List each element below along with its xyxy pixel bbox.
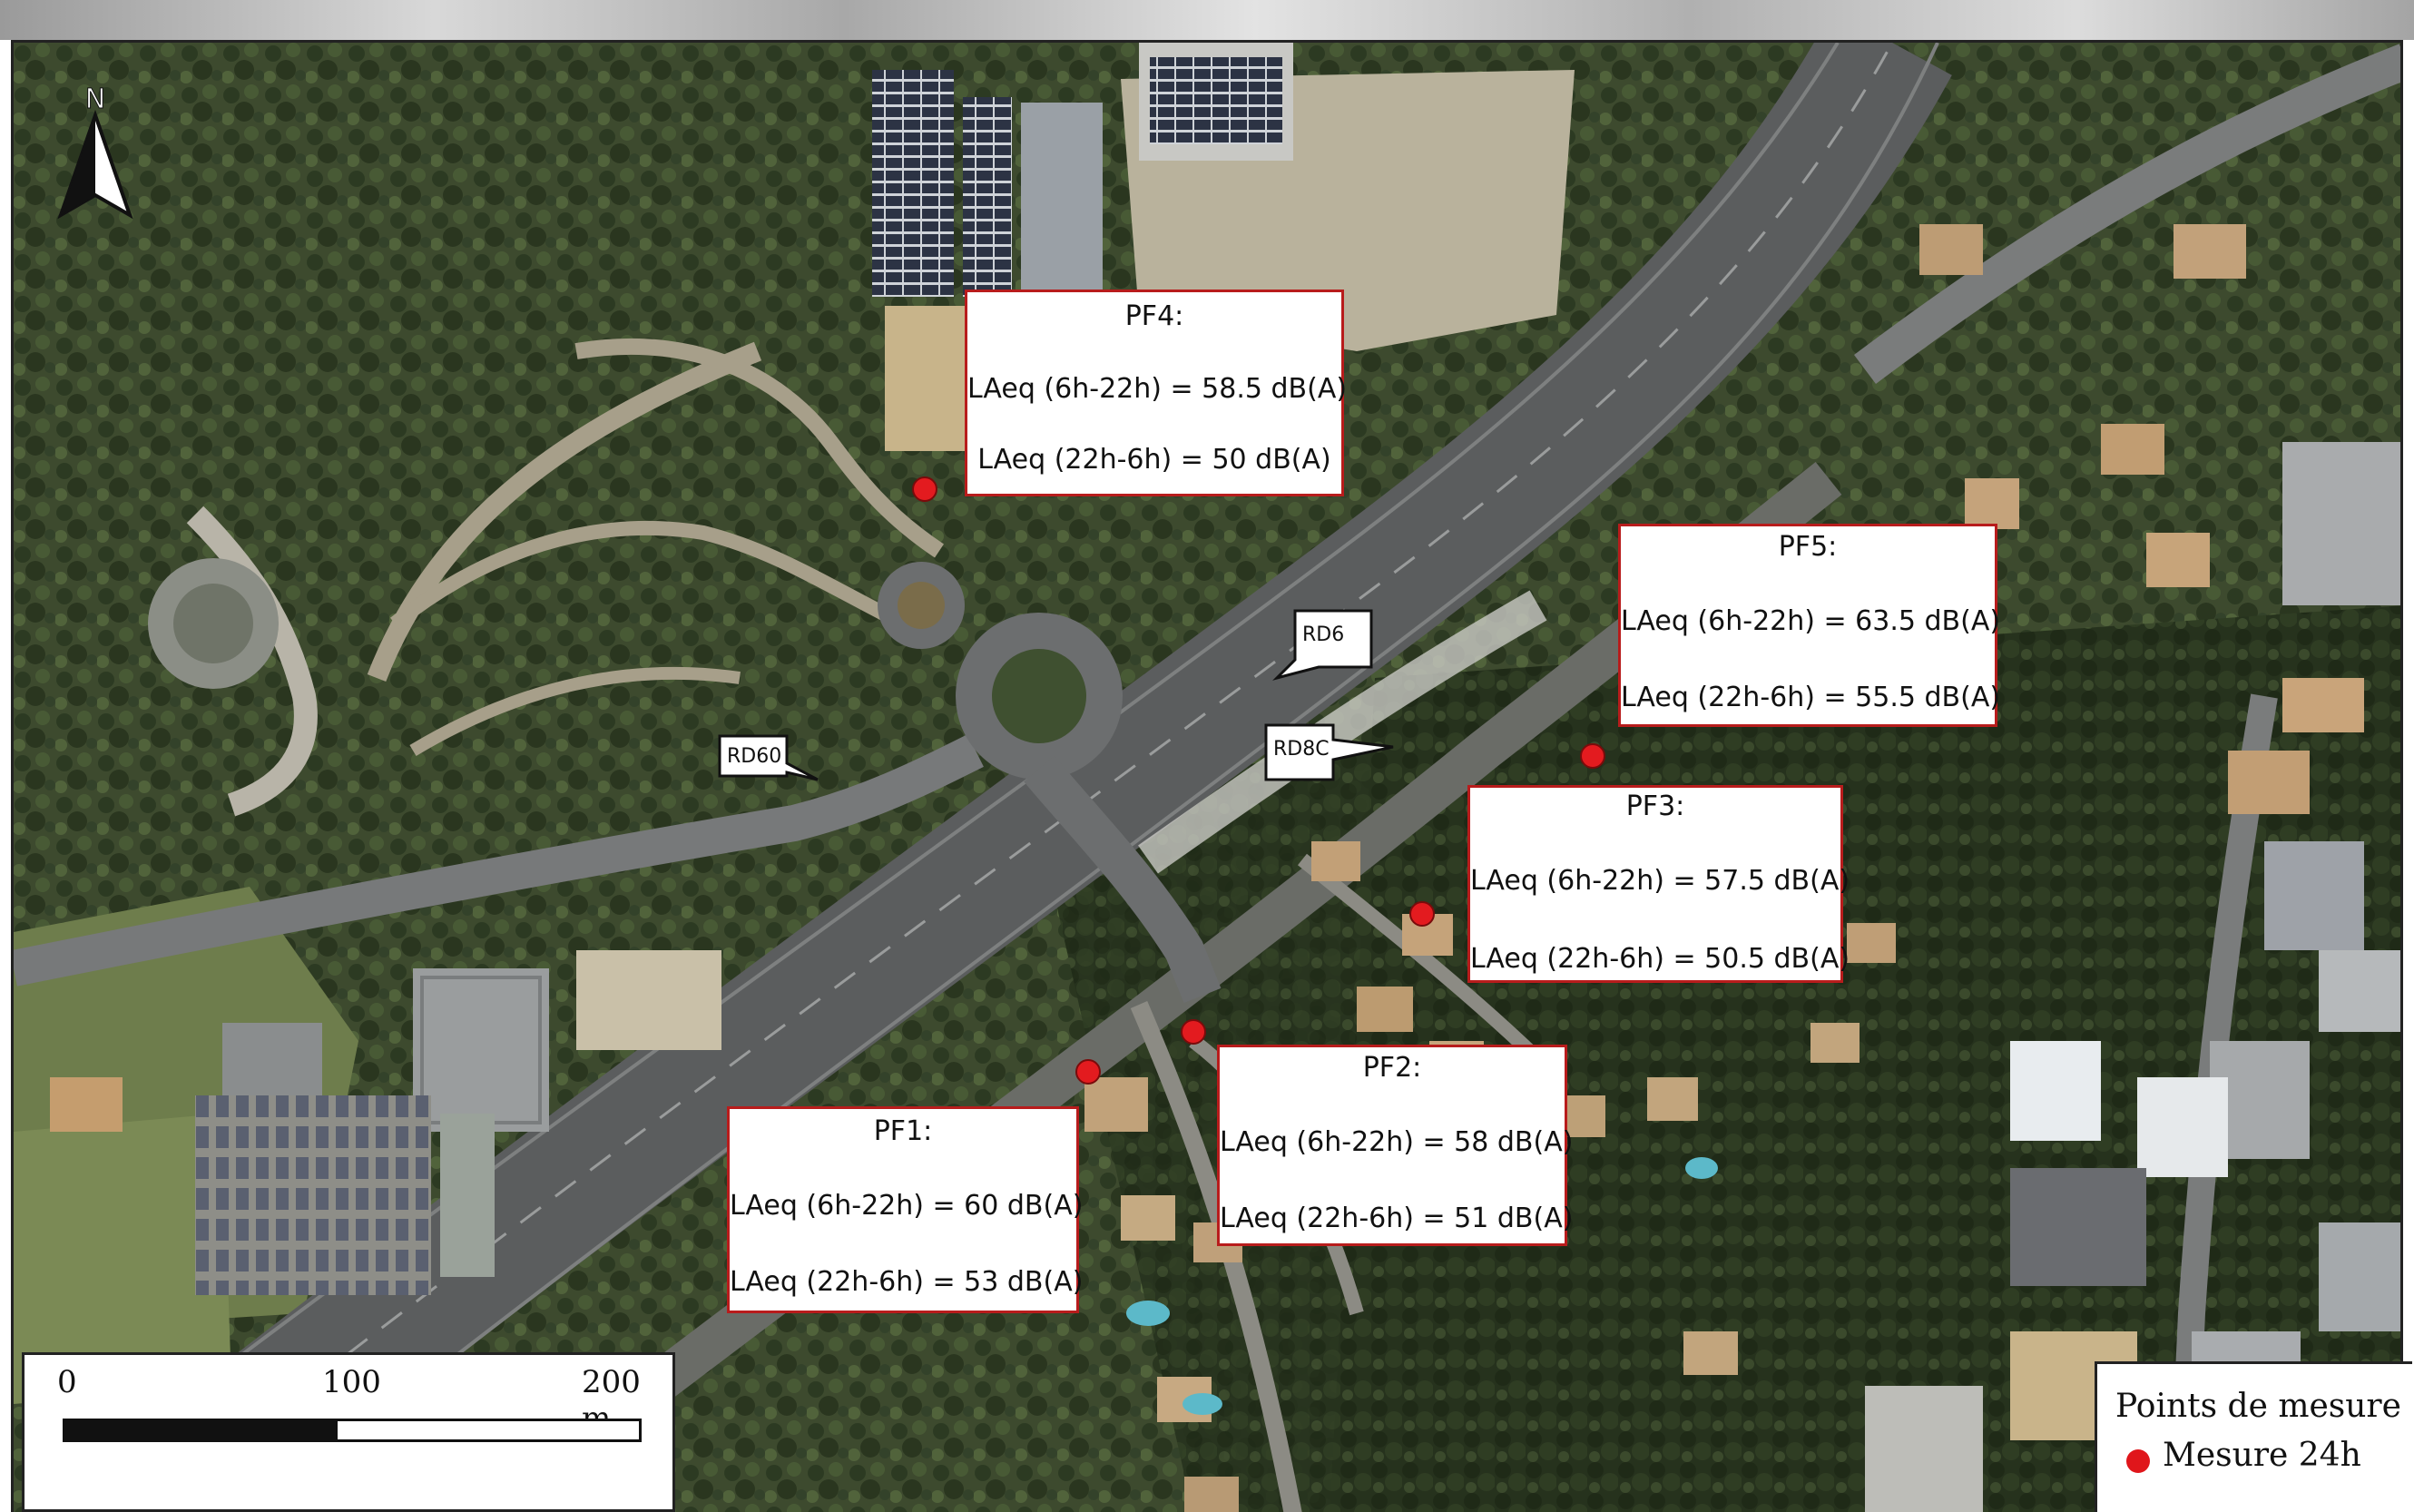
- scale-label-0: 0: [57, 1364, 77, 1400]
- callout-pf5-night: LAeq (22h-6h) = 55.5 dB(A): [1621, 682, 2001, 713]
- callout-pf1-night: LAeq (22h-6h) = 53 dB(A): [730, 1266, 1084, 1298]
- scale-bar-graphic: [63, 1419, 642, 1442]
- measurement-marker-pf2: [1181, 1019, 1206, 1045]
- callout-pf2-night: LAeq (22h-6h) = 51 dB(A): [1220, 1203, 1574, 1234]
- road-label-rd6: RD6: [1302, 623, 1345, 646]
- legend-marker-icon: [2126, 1449, 2150, 1473]
- map-legend: Points de mesure Mesure 24h: [2095, 1361, 2412, 1512]
- legend-title: Points de mesure: [2115, 1388, 2401, 1425]
- callout-pf4-day: LAeq (6h-22h) = 58.5 dB(A): [967, 373, 1348, 405]
- top-banner: [0, 0, 2414, 40]
- callout-pf2-day: LAeq (6h-22h) = 58 dB(A): [1220, 1126, 1574, 1158]
- north-arrow-icon: N: [57, 83, 133, 220]
- legend-item-label: Mesure 24h: [2163, 1437, 2361, 1474]
- road-label-shapes: [718, 609, 1394, 781]
- north-label: N: [85, 83, 105, 115]
- callout-pf1-day: LAeq (6h-22h) = 60 dB(A): [730, 1190, 1084, 1222]
- scale-bar: 0 100 200 m: [22, 1352, 675, 1512]
- callout-pf3-title: PF3:: [1625, 790, 1685, 822]
- measurement-marker-pf4: [912, 476, 937, 502]
- scale-label-100: 100: [322, 1364, 381, 1400]
- road-label-rd8c: RD8C: [1273, 738, 1330, 761]
- callout-pf4: PF4: LAeq (6h-22h) = 58.5 dB(A) LAeq (22…: [965, 290, 1348, 496]
- callout-pf5-day: LAeq (6h-22h) = 63.5 dB(A): [1621, 605, 2001, 637]
- measurement-marker-pf5: [1580, 743, 1605, 769]
- callout-pf4-night: LAeq (22h-6h) = 50 dB(A): [977, 444, 1331, 476]
- road-label-rd60: RD60: [727, 745, 782, 768]
- callout-pf1: PF1: LAeq (6h-22h) = 60 dB(A) LAeq (22h-…: [727, 1106, 1084, 1313]
- callout-pf3: PF3: LAeq (6h-22h) = 57.5 dB(A) LAeq (22…: [1467, 785, 1850, 983]
- measurement-marker-pf1: [1075, 1059, 1101, 1085]
- callout-pf3-day: LAeq (6h-22h) = 57.5 dB(A): [1470, 865, 1850, 897]
- aerial-terrain: [14, 43, 2400, 1512]
- measurement-marker-pf3: [1409, 901, 1435, 927]
- callout-pf4-title: PF4:: [1124, 300, 1184, 332]
- callout-pf1-title: PF1:: [873, 1115, 933, 1147]
- callout-pf5-title: PF5:: [1778, 531, 1838, 563]
- callout-pf5: PF5: LAeq (6h-22h) = 63.5 dB(A) LAeq (22…: [1618, 524, 2001, 727]
- callout-pf2-title: PF2:: [1362, 1052, 1422, 1084]
- aerial-map: N RD6 RD60 RD8C PF4: LAeq (6h-22h) = 58.…: [11, 40, 2403, 1512]
- callout-pf3-night: LAeq (22h-6h) = 50.5 dB(A): [1470, 943, 1850, 975]
- callout-pf2: PF2: LAeq (6h-22h) = 58 dB(A) LAeq (22h-…: [1217, 1045, 1574, 1246]
